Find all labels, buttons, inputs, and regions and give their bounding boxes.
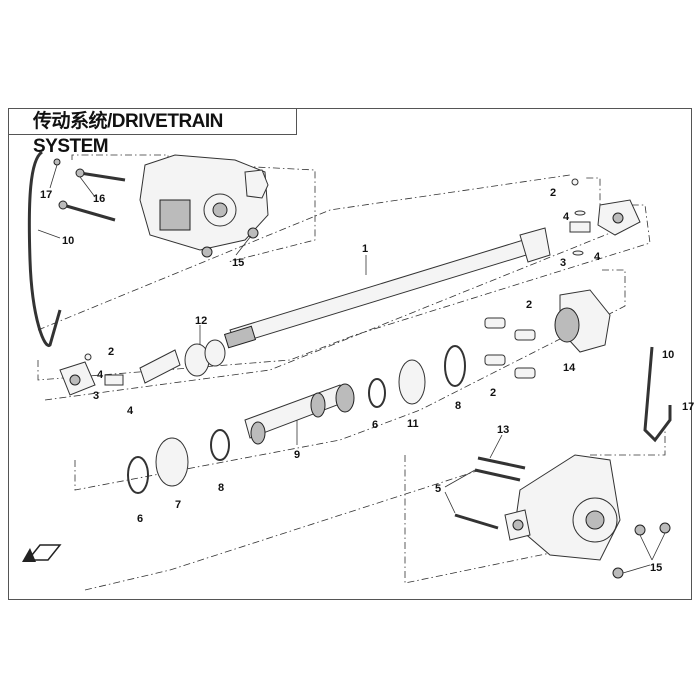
callout-17: 17 — [40, 189, 52, 201]
callout-2: 2 — [526, 299, 532, 311]
callout-15: 15 — [232, 257, 244, 269]
u-joint-left — [59, 349, 181, 396]
callout-3: 3 — [560, 257, 566, 269]
u-joint-right — [569, 178, 641, 256]
callout-1: 1 — [362, 243, 368, 255]
long-bolts-16 — [58, 168, 126, 222]
callout-4: 4 — [97, 369, 104, 381]
breather-hose-10a — [27, 150, 62, 347]
callout-2: 2 — [550, 187, 556, 199]
callout-10: 10 — [62, 235, 74, 247]
diagram-frame — [8, 108, 692, 600]
callout-4: 4 — [594, 251, 601, 263]
callout-2: 2 — [108, 346, 114, 358]
rear-differential — [504, 454, 621, 561]
propeller-shaft — [223, 227, 551, 349]
callout-4: 4 — [127, 405, 134, 417]
diagram-title: 传动系统/DRIVETRAIN SYSTEM — [8, 108, 297, 157]
seals-rings — [127, 345, 466, 494]
front-differential — [139, 154, 269, 251]
front-direction-arrow-icon — [22, 544, 62, 562]
callout-5: 5 — [435, 483, 441, 495]
callout-9: 9 — [294, 449, 300, 461]
callout-16: 16 — [93, 193, 105, 205]
callout-12: 12 — [195, 315, 207, 327]
callout-6: 6 — [372, 419, 378, 431]
callout-8: 8 — [455, 400, 461, 412]
callout-11: 11 — [407, 418, 419, 430]
leader-lines — [37, 164, 666, 574]
long-bolts-13-5 — [454, 456, 526, 530]
breather-hose-10b — [643, 346, 672, 443]
callout-8: 8 — [218, 482, 224, 494]
callout-17: 17 — [682, 401, 694, 413]
callout-14: 14 — [563, 362, 576, 374]
callout-6: 6 — [137, 513, 143, 525]
callout-4: 4 — [563, 211, 570, 223]
bolts-2 — [484, 317, 536, 379]
callout-10: 10 — [662, 349, 674, 361]
callout-13: 13 — [497, 424, 509, 436]
nuts-15b — [612, 522, 671, 579]
hose-clip-17a — [53, 158, 61, 166]
flange-14 — [554, 289, 611, 353]
callout-3: 3 — [93, 390, 99, 402]
callout-labels: 17 16 10 15 1 2 4 3 4 12 2 4 3 4 2 2 14 … — [40, 187, 694, 574]
nuts-15a — [201, 227, 259, 258]
boot-12 — [184, 339, 226, 377]
slip-yoke-shaft — [244, 383, 355, 445]
callout-2: 2 — [490, 387, 496, 399]
group-outlines — [37, 154, 666, 591]
callout-15: 15 — [650, 562, 662, 574]
callout-7: 7 — [175, 499, 181, 511]
